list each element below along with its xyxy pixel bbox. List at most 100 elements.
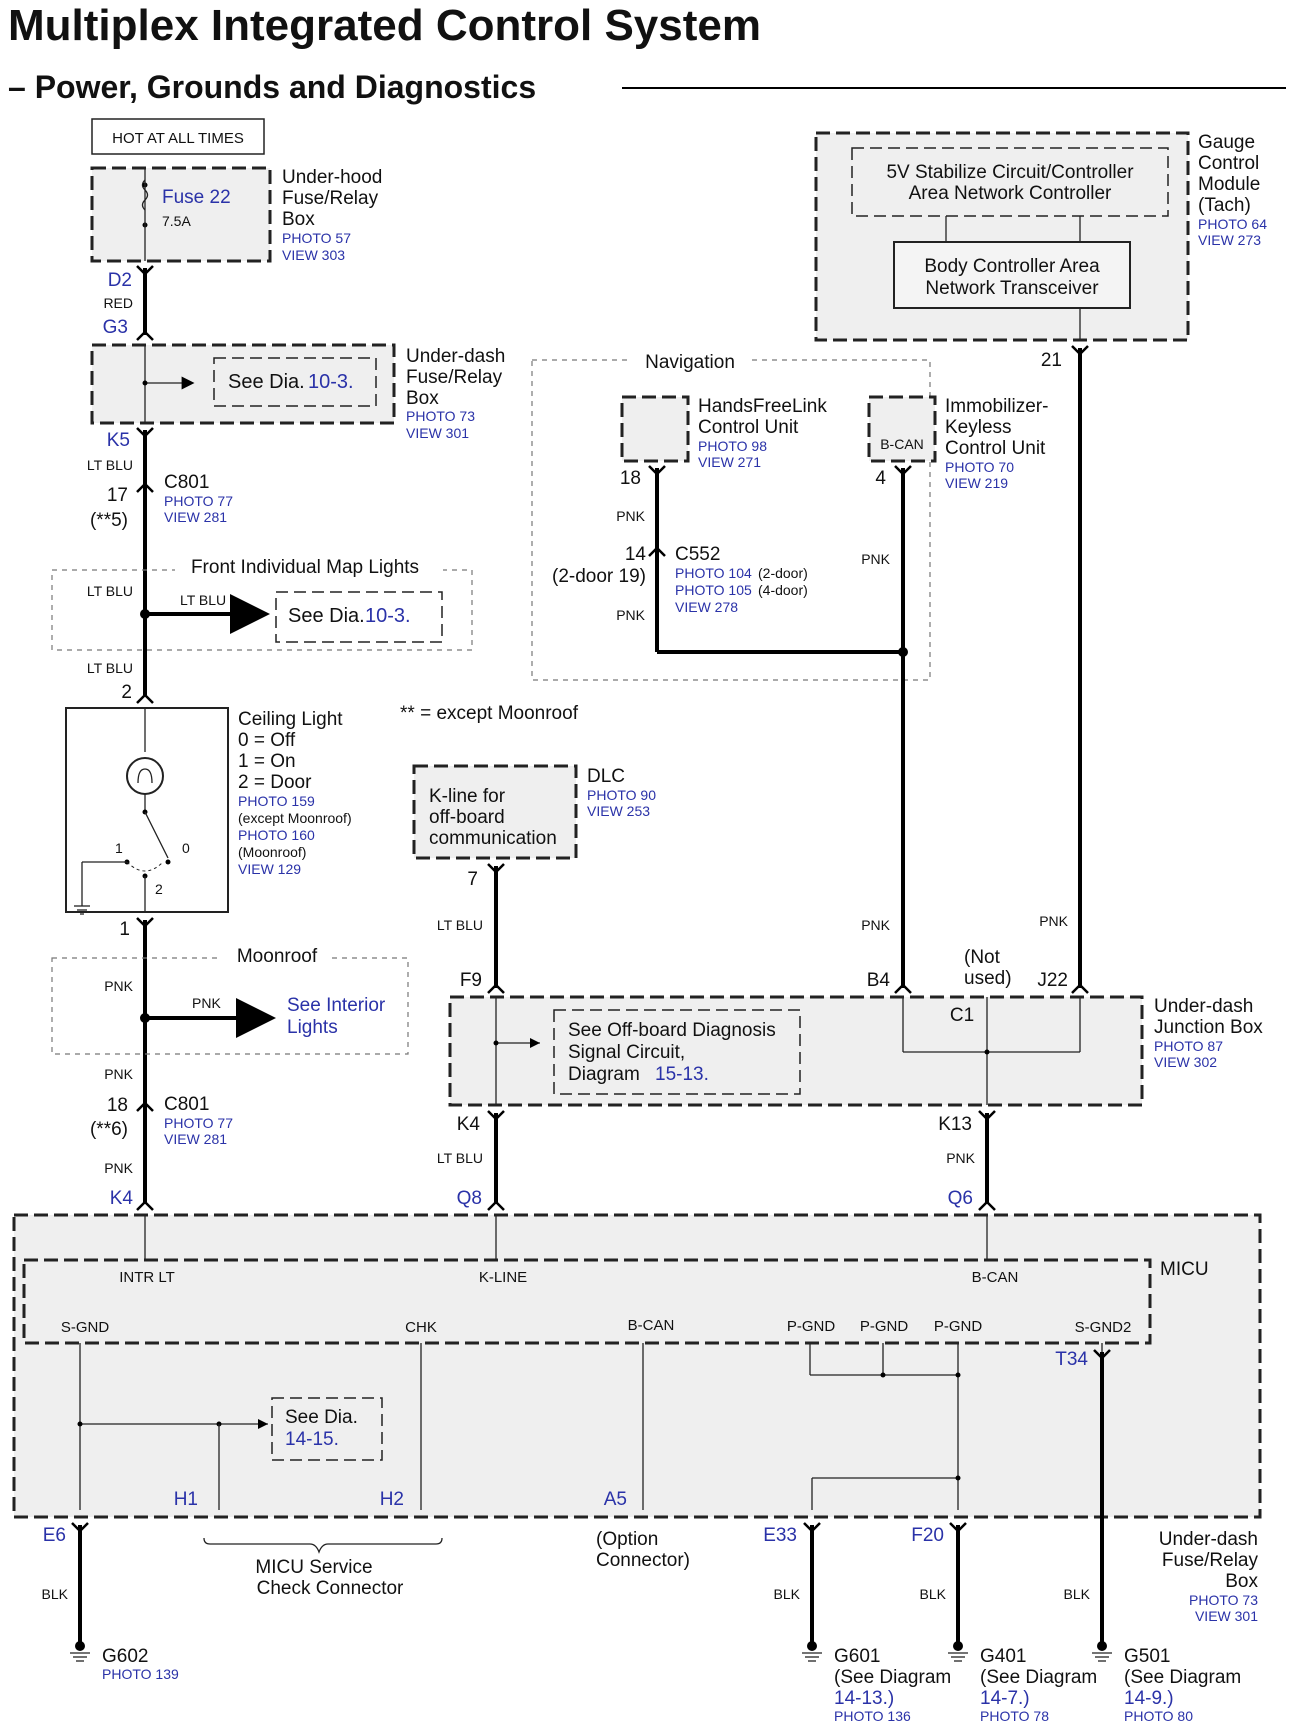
- fuse2-name-3: Box: [1225, 1571, 1258, 1592]
- moonroof-area: [51, 957, 409, 1055]
- jb-name-1: Under-dash: [1154, 996, 1253, 1017]
- micu-pin-t34: T34: [1055, 1349, 1088, 1370]
- fuse-22-label: Fuse 22: [162, 187, 231, 208]
- micu-pin-h1: H1: [174, 1489, 198, 1510]
- fuse2-name-1: Under-dash: [1159, 1529, 1258, 1550]
- see-interior-lights-2[interactable]: Lights: [287, 1017, 338, 1038]
- wire-color-ltblu-3: LT BLU: [180, 592, 226, 608]
- gauge-inner1-line1: 5V Stabilize Circuit/Controller: [886, 162, 1134, 183]
- underhood-fuse-box: [90, 166, 272, 263]
- option-connector-1: (Option: [596, 1529, 658, 1550]
- ceiling-photo1: PHOTO 159: [238, 793, 315, 809]
- c552-pin-14: 14: [625, 544, 647, 565]
- underdash-view: VIEW 301: [406, 425, 469, 441]
- pin-g3: G3: [103, 317, 128, 338]
- navigation-title: Navigation: [645, 352, 735, 373]
- c801-pin-18: 18: [107, 1095, 128, 1116]
- g401-ref[interactable]: 14-7.): [980, 1688, 1030, 1709]
- hot-label: HOT AT ALL TIMES: [112, 130, 244, 147]
- micu-pin-a5: A5: [604, 1489, 627, 1510]
- g601-name: G601: [834, 1646, 880, 1667]
- wire-color-blk-4: BLK: [1064, 1586, 1091, 1602]
- c552-photo1: PHOTO 104: [675, 565, 752, 581]
- see-offboard-ref[interactable]: 15-13.: [655, 1064, 709, 1085]
- dlc-photo: PHOTO 90: [587, 787, 656, 803]
- gauge-inner2-line1: Body Controller Area: [924, 256, 1100, 277]
- immob-bcan: B-CAN: [880, 436, 924, 452]
- g401-name: G401: [980, 1646, 1026, 1667]
- immob-line-1: Immobilizer-: [945, 396, 1048, 417]
- g601-ref[interactable]: 14-13.): [834, 1688, 894, 1709]
- see-dia-ref-b[interactable]: 10-3.: [365, 605, 411, 627]
- see-dia-ref-c[interactable]: 14-15.: [285, 1429, 339, 1450]
- g501-photo: PHOTO 80: [1124, 1708, 1193, 1724]
- gauge-photo: PHOTO 64: [1198, 216, 1267, 232]
- see-dia-prefix-b: See Dia.: [288, 605, 365, 627]
- jb-pin-f9: F9: [460, 970, 482, 991]
- wire-color-ltblu-2: LT BLU: [87, 583, 133, 599]
- underdash-name-2: Fuse/Relay: [406, 367, 503, 388]
- immob-line-2: Keyless: [945, 417, 1012, 438]
- micu-name: MICU: [1160, 1259, 1209, 1280]
- wire-color-pnk-2: PNK: [192, 995, 221, 1011]
- see-interior-lights-1[interactable]: See Interior: [287, 995, 386, 1016]
- micu-pgnd-2: P-GND: [860, 1318, 909, 1335]
- fuse2-name-2: Fuse/Relay: [1162, 1550, 1259, 1571]
- g401-photo: PHOTO 78: [980, 1708, 1049, 1724]
- gauge-name-1: Gauge: [1198, 132, 1255, 153]
- service-brace: [203, 1537, 443, 1554]
- g501-see: (See Diagram: [1124, 1667, 1241, 1688]
- g602-name: G602: [102, 1646, 148, 1667]
- micu-bcan-bottom: B-CAN: [628, 1317, 675, 1334]
- dlc-line-1: K-line for: [429, 786, 506, 807]
- c801-note-5: (**5): [90, 510, 128, 531]
- switch-pos-0: 0: [182, 840, 190, 856]
- g401-see: (See Diagram: [980, 1667, 1097, 1688]
- micu-k-line: K-LINE: [479, 1269, 527, 1286]
- immob-view: VIEW 219: [945, 475, 1008, 491]
- hfl-box: [620, 395, 690, 463]
- pin-d2: D2: [108, 270, 132, 291]
- see-dia-14-15-box: [271, 1397, 383, 1461]
- c552-photo2: PHOTO 105: [675, 582, 752, 598]
- jb-pin-b4: B4: [867, 970, 891, 991]
- micu-pin-q6: Q6: [948, 1188, 973, 1209]
- dlc-line-2: off-board: [429, 807, 505, 828]
- dlc-view: VIEW 253: [587, 803, 650, 819]
- see-offboard-1: See Off-board Diagnosis: [568, 1020, 776, 1041]
- micu-intr-lt: INTR LT: [119, 1269, 175, 1286]
- wire-color-pnk-7: PNK: [861, 551, 890, 567]
- underhood-view: VIEW 303: [282, 247, 345, 263]
- wire-color-ltblu-5: LT BLU: [437, 917, 483, 933]
- see-dia-ref-a[interactable]: 10-3.: [308, 371, 354, 393]
- hfl-photo: PHOTO 98: [698, 438, 767, 454]
- gauge-name-4: (Tach): [1198, 195, 1251, 216]
- moonroof-title: Moonroof: [237, 946, 318, 967]
- wire-color-blk-1: BLK: [42, 1586, 69, 1602]
- underdash-photo: PHOTO 73: [406, 408, 475, 424]
- c801-top-view: VIEW 281: [164, 509, 227, 525]
- g501-ref[interactable]: 14-9.): [1124, 1688, 1174, 1709]
- c552-view: VIEW 278: [675, 599, 738, 615]
- see-dia-prefix-c: See Dia.: [285, 1407, 358, 1428]
- immob-line-3: Control Unit: [945, 438, 1046, 459]
- dlc-line-3: communication: [429, 828, 557, 849]
- underdash-name-1: Under-dash: [406, 346, 505, 367]
- wire-color-pnk-1: PNK: [104, 978, 133, 994]
- gauge-name-3: Module: [1198, 174, 1260, 195]
- c552-name: C552: [675, 544, 720, 565]
- wire-color-ltblu-6: LT BLU: [437, 1150, 483, 1166]
- ground-icon: [802, 1641, 822, 1662]
- ceiling-pin-2: 2: [121, 682, 132, 703]
- ceiling-on: 1 = On: [238, 751, 296, 772]
- junction-box: [448, 995, 1144, 1107]
- fuse2-view: VIEW 301: [1195, 1608, 1258, 1624]
- see-offboard-2: Signal Circuit,: [568, 1042, 685, 1063]
- wire-color-blk-2: BLK: [774, 1586, 801, 1602]
- c801-top-name: C801: [164, 472, 209, 493]
- service-connector-1: MICU Service: [255, 1557, 372, 1578]
- wire-color-pnk-10: PNK: [946, 1150, 975, 1166]
- c801-pin-17: 17: [107, 485, 128, 506]
- switch-pos-1: 1: [115, 840, 123, 856]
